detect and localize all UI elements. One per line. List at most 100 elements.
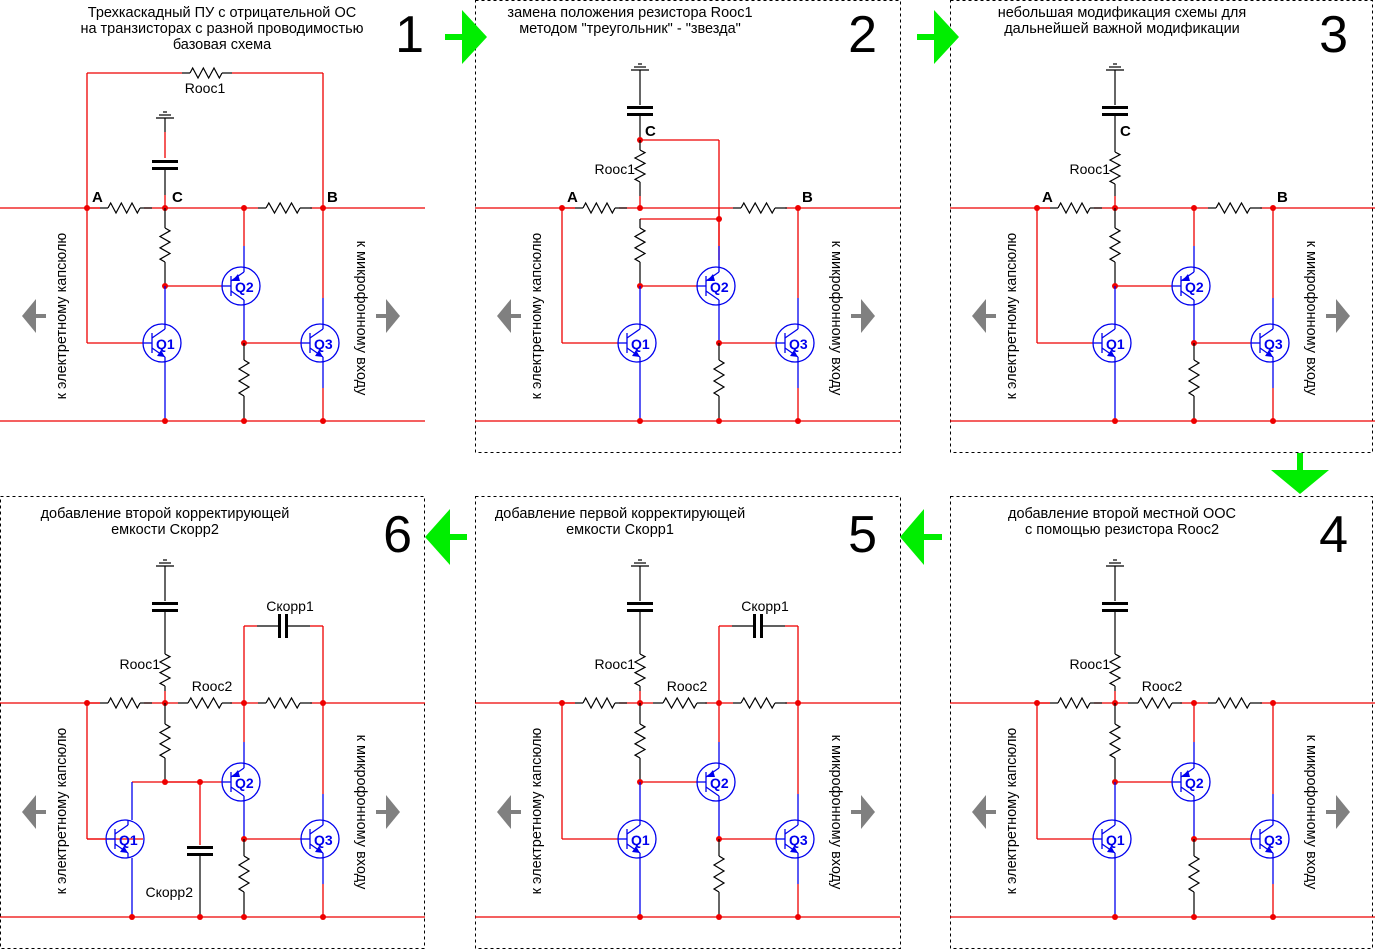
rooc1-label: Rooc1 (595, 656, 636, 672)
panel-title-line: добавление второй корректирующей (41, 506, 290, 522)
ckorr2-label: Cкорр2 (145, 884, 193, 900)
transistor-q2: Q2 (696, 762, 736, 802)
junction-dot (559, 700, 565, 706)
left-io-label: к электретному капсюлю (529, 728, 545, 895)
resistor-q1-load (158, 227, 172, 263)
arrow-head (22, 299, 36, 333)
node-a-label: A (567, 189, 578, 206)
left-io-arrow-icon (497, 795, 521, 829)
right-io-arrow-icon (1326, 795, 1350, 829)
node-c-label: C (645, 123, 656, 140)
panel-3-frame (950, 0, 1373, 453)
emitter-arrow-icon (790, 846, 798, 853)
arrow-head (972, 299, 986, 333)
resistor-q1-load (1108, 227, 1122, 263)
junction-dot (1034, 205, 1040, 211)
step-number: 6 (383, 506, 412, 564)
panel-title-line: емкости Cкорр2 (111, 522, 219, 538)
capacitor-c (1102, 602, 1128, 612)
transistor-collector-lead (705, 786, 720, 797)
arrow-head (386, 299, 400, 333)
transistor-collector-lead (230, 290, 245, 301)
node-b-label: B (1277, 189, 1288, 206)
transistor-collector-lead (1259, 824, 1274, 835)
emitter-arrow-icon (315, 350, 323, 357)
arrow-shaft (984, 810, 996, 814)
transistor-label: Q2 (1185, 279, 1204, 295)
arrow-shaft (509, 314, 521, 318)
node-b-label: B (802, 189, 813, 206)
capacitor-plate (187, 853, 213, 856)
transistor-label: Q3 (314, 832, 333, 848)
resistor-rooc2 (1137, 696, 1173, 710)
left-io-arrow-icon (972, 299, 996, 333)
transistor-collector-lead (114, 824, 129, 835)
emitter-arrow-icon (120, 846, 128, 853)
emitter-arrow-icon (707, 770, 715, 777)
arrow-shaft (376, 810, 388, 814)
rooc2-label: Rooc2 (192, 678, 233, 694)
rooc1-label: Rooc1 (1070, 656, 1111, 672)
resistor-mb (1215, 696, 1251, 710)
transistor-q3: Q3 (775, 323, 815, 363)
right-io-label: к микрофонному входу (828, 735, 844, 890)
capacitor-plate (152, 602, 178, 605)
step-number: 2 (848, 6, 877, 64)
resistor-q2-load (237, 359, 251, 397)
transistor-label: Q1 (119, 832, 138, 848)
step-number: 4 (1319, 506, 1348, 564)
resistor-ac (107, 696, 141, 710)
junction-dot (795, 418, 801, 424)
panel-title: небольшая модификация схемы длядальнейше… (998, 5, 1246, 37)
panel-6-frame (0, 496, 425, 949)
transistor-collector-lead (626, 824, 641, 835)
capacitor-ckorr1 (278, 614, 288, 638)
flow-arrow-1-to-2 (445, 10, 487, 64)
capacitor-plate (1102, 113, 1128, 116)
transistor-label: Q2 (235, 775, 254, 791)
panel-title-line: замена положения резистора Rooc1 (507, 5, 752, 21)
junction-dot (637, 205, 643, 211)
ground-icon (631, 63, 649, 71)
capacitor-c (1102, 106, 1128, 116)
flow-arrow-5-to-6 (425, 509, 467, 565)
resistor-q2-load (712, 855, 726, 893)
arrow-head (861, 795, 875, 829)
transistor-collector-lead (230, 786, 245, 797)
capacitor-plate (187, 846, 213, 849)
panel-title-line: с помощью резистора Rooc2 (1025, 522, 1219, 538)
resistor-rooc1 (1108, 653, 1122, 687)
rooc2-label: Rooc2 (1142, 678, 1183, 694)
flow-arrow-3-to-4 (1271, 453, 1329, 494)
capacitor-c (627, 602, 653, 612)
left-io-label: к электретному капсюлю (54, 233, 70, 400)
junction-dot (716, 914, 722, 920)
arrow-shaft (376, 314, 388, 318)
node-a-label: A (92, 189, 103, 206)
left-io-label: к электретному капсюлю (54, 728, 70, 895)
resistor-ac (1057, 696, 1091, 710)
capacitor-plate (760, 614, 763, 638)
transistor-label: Q3 (1264, 336, 1283, 352)
transistor-label: Q3 (1264, 832, 1283, 848)
panel-title: добавление второй корректирующейемкости … (41, 506, 290, 538)
transistor-collector-lead (309, 328, 324, 339)
junction-dot (1112, 914, 1118, 920)
rooc1-label: Rooc1 (595, 161, 636, 177)
resistor-rooc1 (633, 653, 647, 687)
junction-dot (1191, 205, 1197, 211)
panel-title-line: методом "треугольник" - "звезда" (519, 21, 741, 37)
right-io-label: к микрофонному входу (353, 241, 369, 396)
resistor-rooc1 (158, 653, 172, 687)
transistor-collector-lead (1101, 824, 1116, 835)
resistor-q1-load (633, 723, 647, 759)
panel-title-line: дальнейшей важной модификации (1004, 21, 1240, 37)
capacitor-plate (152, 609, 178, 612)
resistor-q1-load (1108, 723, 1122, 759)
transistor-q1: Q1 (142, 323, 182, 363)
resistor-q1-load (633, 227, 647, 263)
panel-title: добавление первой корректирующейемкости … (495, 506, 745, 538)
arrow-head (497, 299, 511, 333)
transistor-q2: Q2 (221, 762, 261, 802)
